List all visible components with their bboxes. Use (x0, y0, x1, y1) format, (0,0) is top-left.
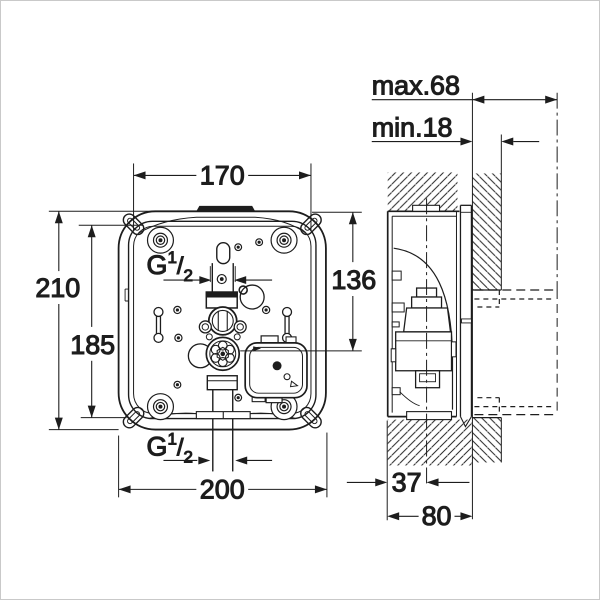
corner-bosses (146, 226, 298, 421)
dim-height-185: 185 (70, 224, 144, 419)
dim-thread-top: G1/2 (146, 248, 273, 286)
top-tab (196, 205, 256, 212)
dim-width-200: 200 (118, 432, 328, 505)
dim-offset-37: 37 (346, 420, 470, 521)
pipe-assembly (198, 241, 247, 341)
dim-label-37: 37 (392, 467, 422, 497)
dim-label-136: 136 (331, 265, 376, 295)
cam-disc-right (239, 284, 265, 310)
valve-port (207, 306, 238, 336)
plaster-hatch-top (472, 173, 502, 291)
dim-label-200: 200 (200, 474, 245, 504)
dim-width-170: 170 (133, 160, 312, 232)
dim-height-136: 136 (240, 211, 377, 352)
dim-label-185: 185 (70, 330, 115, 360)
dim-depth-max68: max.68 (371, 70, 558, 520)
thread-label-bottom: G1/2 (147, 430, 193, 467)
dim-label-80: 80 (422, 501, 452, 531)
front-view (117, 205, 327, 472)
dim-depth-min18: min.18 (371, 112, 540, 463)
screw-holes (173, 238, 271, 402)
plaster-hatch-bottom (472, 417, 502, 463)
marker-oval (216, 241, 231, 265)
wall-hatch-bottom (387, 419, 473, 466)
thread-label-top: G1/2 (147, 248, 193, 285)
dim-label-170: 170 (200, 160, 245, 190)
side-view (386, 172, 558, 487)
solenoid-cartridge (244, 335, 308, 404)
dimensions: 170 210 185 (35, 70, 558, 532)
dim-height-210: 210 (35, 210, 156, 431)
dim-label-max68: max.68 (372, 71, 460, 101)
corner-screw-slots (122, 213, 322, 429)
lower-pipe (206, 375, 238, 472)
dim-label-210: 210 (35, 273, 80, 303)
dim-depth-80: 80 (387, 501, 473, 532)
dim-label-min18: min.18 (372, 113, 453, 143)
dim-thread-bottom: G1/2 (146, 429, 273, 467)
flow-control-valve (205, 336, 241, 372)
concealed-pipe-dashed (474, 289, 558, 416)
bottom-tabs (195, 411, 251, 420)
face-plate (459, 204, 473, 428)
